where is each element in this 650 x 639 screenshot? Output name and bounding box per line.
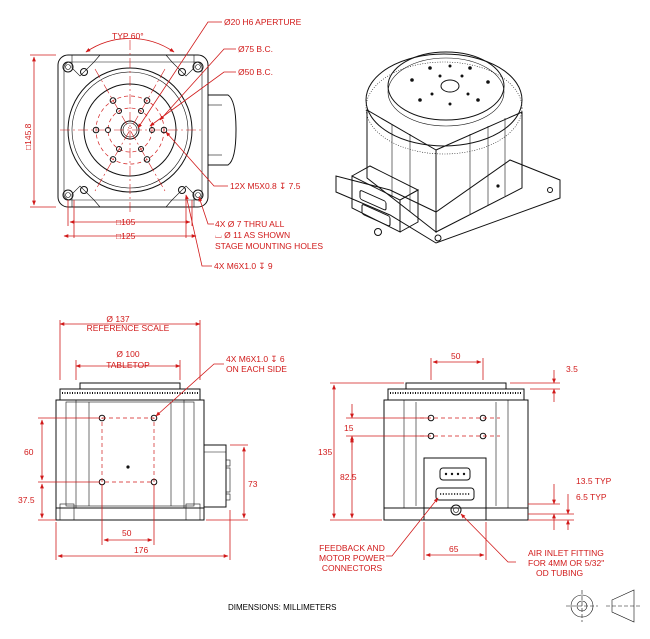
d137-label: Ø 137 (106, 314, 129, 324)
square-105-label: □105 (116, 217, 136, 227)
top-inner-square (63, 61, 203, 201)
h73-label: 73 (248, 479, 258, 489)
h60-label: 60 (24, 447, 34, 457)
square-125-label: □125 (116, 231, 136, 241)
corner-mounting-holes (62, 61, 204, 201)
tabletop-label: TABLETOP (106, 360, 150, 370)
h135-label: 135 (318, 447, 332, 457)
square-145-label: □145.8 (23, 123, 33, 150)
air-inlet-label-3: OD TUBING (536, 568, 583, 578)
side-tabletop (405, 382, 507, 390)
side-base (383, 507, 529, 521)
air-inlet-label-1: AIR INLET FITTING (528, 548, 604, 558)
w176-label: 176 (134, 545, 148, 555)
connector-panel (423, 457, 487, 521)
m5-holes-label: 12X M5X0.8 ↧ 7.5 (230, 181, 301, 191)
w50-front-label: 50 (122, 528, 132, 538)
connectors-label-2: MOTOR POWER (319, 553, 385, 563)
third-angle-projection-icon (566, 589, 640, 623)
bc75-label: Ø75 B.C. (238, 44, 273, 54)
h37-5-label: 37.5 (18, 495, 35, 505)
side-scale-ring (387, 388, 525, 401)
front-motor-housing (203, 444, 227, 508)
front-base (55, 507, 205, 521)
connectors-label-1: FEEDBACK AND (319, 543, 385, 553)
w50-side-label: 50 (451, 351, 461, 361)
typ-angle-label: TYP 60° (112, 31, 144, 41)
typ6-5-label: 6.5 TYP (576, 492, 607, 502)
thru-hole-line3: STAGE MOUNTING HOLES (215, 241, 323, 251)
typ13-5-label: 13.5 TYP (576, 476, 612, 486)
top-view: TYP 60° Ø20 H6 APERTURE Ø75 B.C. Ø50 B.C… (23, 17, 323, 271)
h15-label: 15 (344, 423, 354, 433)
front-body (55, 399, 205, 509)
motor-power-connector (435, 487, 475, 501)
reference-scale-label: REFERENCE SCALE (87, 323, 170, 333)
w65-label: 65 (449, 544, 459, 554)
iso-scale-ring (365, 53, 523, 147)
top-base-plate (57, 54, 209, 208)
m6-bottom-label: 4X M6X1.0 ↧ 9 (214, 261, 273, 271)
thru-hole-line1: 4X Ø 7 THRU ALL (215, 219, 285, 229)
isometric-view (335, 51, 561, 244)
top-motor-housing (208, 94, 237, 166)
thru-hole-line2: ⌴ Ø 11 AS SHOWN (215, 230, 290, 240)
air-inlet-fitting (450, 504, 462, 516)
connectors-label-3: CONNECTORS (322, 563, 383, 573)
aperture-label: Ø20 H6 APERTURE (224, 17, 302, 27)
iso-body-left (366, 109, 437, 234)
bc50-label: Ø50 B.C. (238, 67, 273, 77)
h82-5-label: 82.5 (340, 472, 357, 482)
side-body (383, 399, 529, 509)
m5-tapped-holes (92, 97, 168, 163)
iso-tabletop (387, 51, 505, 121)
side-view: 50 3.5 135 15 82.5 13.5 TYP 6.5 TYP 65 F… (318, 351, 612, 578)
iso-connector-box (351, 175, 401, 233)
typ-60-arc (85, 38, 175, 53)
m6-side-label-1: 4X M6X1.0 ↧ 6 (226, 354, 285, 364)
front-scale-ring (59, 388, 201, 401)
front-tabletop (79, 382, 181, 390)
iso-body-right (435, 111, 523, 233)
d100-label: Ø 100 (116, 349, 139, 359)
h3-5-label: 3.5 (566, 364, 578, 374)
units-note: DIMENSIONS: MILLIMETERS (228, 603, 336, 612)
m6-side-label-2: ON EACH SIDE (226, 364, 287, 374)
feedback-connector (439, 467, 471, 481)
air-inlet-label-2: FOR 4MM OR 5/32" (528, 558, 604, 568)
front-view: Ø 137 REFERENCE SCALE Ø 100 TABLETOP 4X … (18, 314, 287, 560)
